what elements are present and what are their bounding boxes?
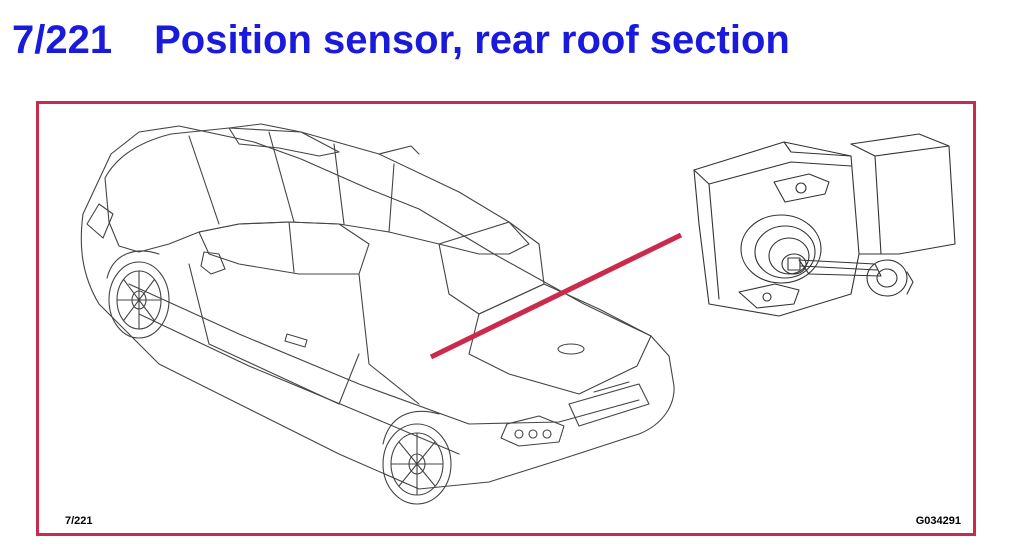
leader-line xyxy=(429,232,683,360)
page-title: Position sensor, rear roof section xyxy=(154,17,790,62)
illustration-canvas xyxy=(80,123,956,505)
figure-code: 7/221 xyxy=(12,17,113,62)
page-header: 7/221 Position sensor, rear roof section xyxy=(12,10,790,70)
illustration-frame: 7/221 G034291 xyxy=(36,101,976,536)
car-icon xyxy=(80,123,675,505)
sensor-icon xyxy=(693,133,956,317)
figure-ref-right: G034291 xyxy=(915,515,961,527)
figure-ref-left: 7/221 xyxy=(65,515,93,527)
